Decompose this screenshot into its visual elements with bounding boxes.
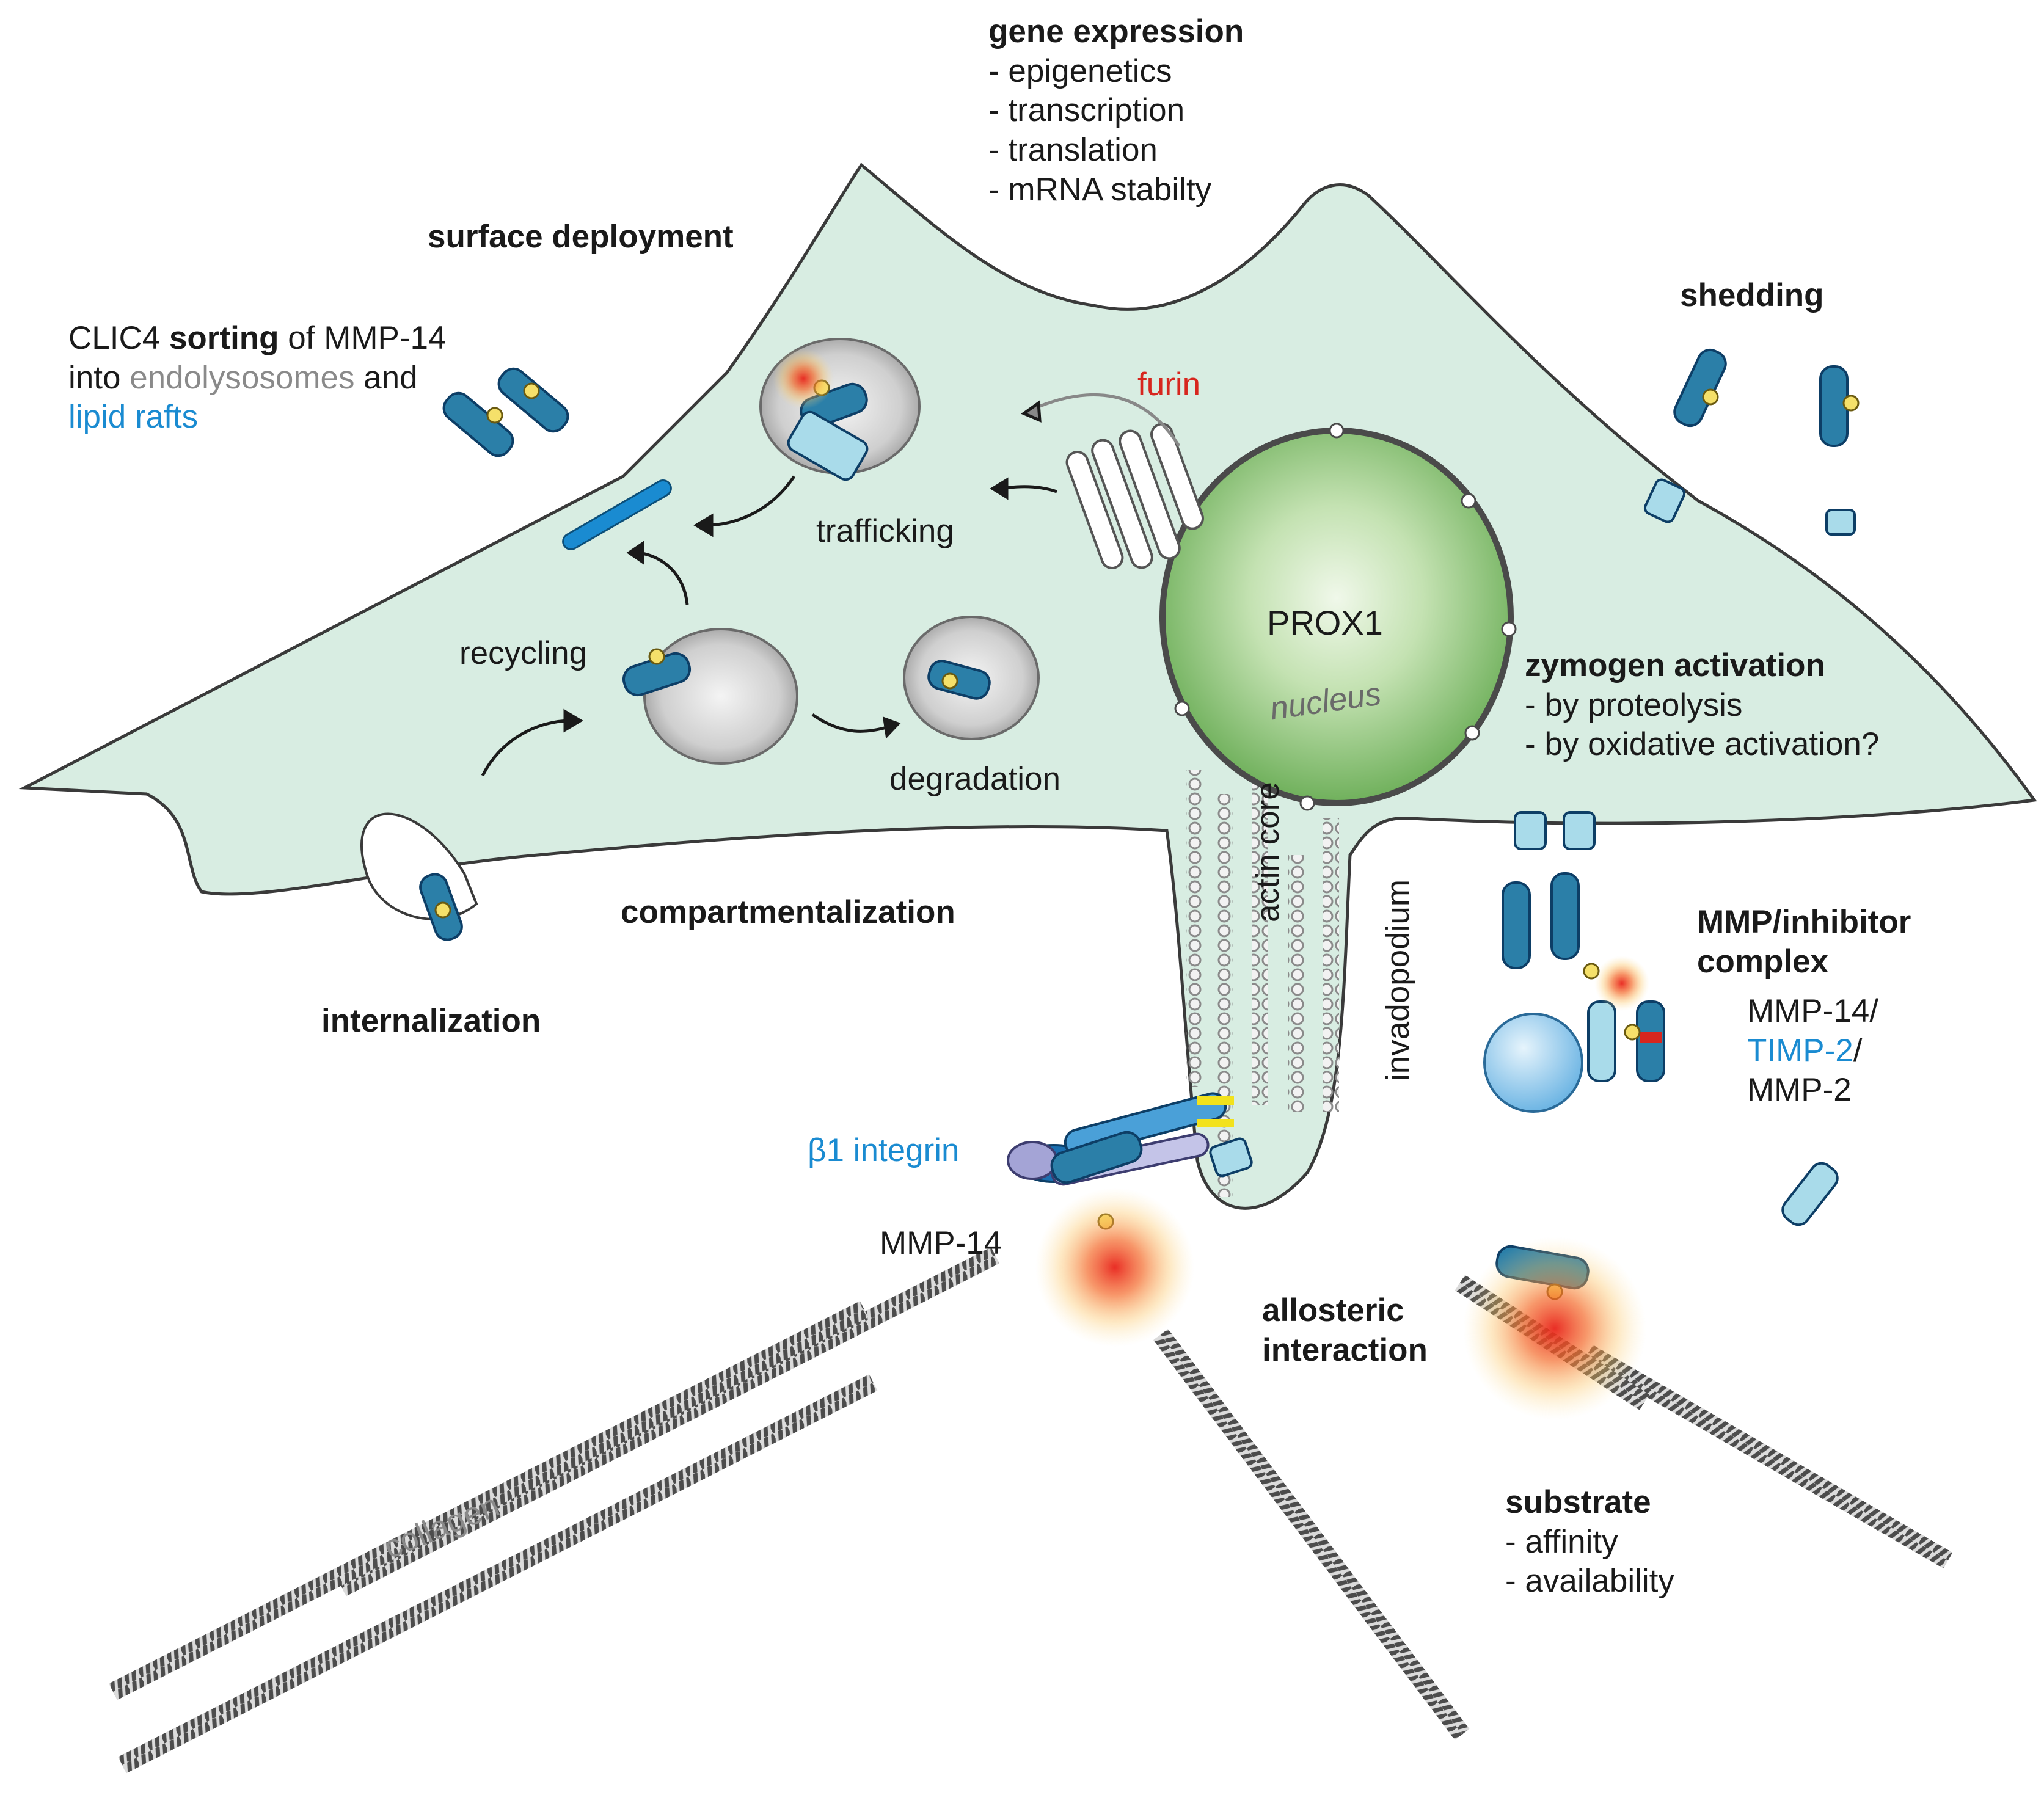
lipid-raft <box>562 479 672 550</box>
mmp-inhibitor-complex-title: MMP/inhibitor complex <box>1697 903 1911 981</box>
beta1-integrin-label: β1 integrin <box>808 1132 960 1168</box>
gene-expression-title: gene expression <box>988 13 1244 49</box>
actin-filament <box>1288 855 1304 1112</box>
sorting-bold: sorting <box>169 320 279 356</box>
substrate-label: substrate - affinity - availability <box>1505 1483 1674 1601</box>
pathway-arrows <box>481 393 1181 777</box>
actin-filament <box>1252 763 1268 1105</box>
internalization-label: internalization <box>321 1003 541 1039</box>
collagen-fiber <box>118 1374 878 1774</box>
actin-filaments <box>1186 763 1339 1197</box>
arrow-recycling-to-degradation <box>811 713 889 733</box>
arrow-trafficking-to-surface <box>705 475 796 527</box>
mmp14-label: MMP-14 <box>880 1225 1002 1261</box>
allosteric-line: allosteric <box>1262 1292 1404 1328</box>
actin-filament <box>1217 794 1233 1197</box>
compartmentalization-label: compartmentalization <box>621 894 955 930</box>
timp2-member: TIMP-2 <box>1747 1032 1853 1069</box>
zymogen-activation-label: zymogen activation - by proteolysis - by… <box>1525 646 1879 765</box>
sorting-text: and <box>354 359 418 396</box>
surface-deployment-label: surface deployment <box>428 219 734 255</box>
mmp-inhibitor-title-line: complex <box>1697 943 1829 980</box>
substrate-item: - affinity <box>1505 1523 1618 1560</box>
zymogen-title: zymogen activation <box>1525 647 1825 683</box>
gene-expression-item: - epigenetics <box>988 53 1172 89</box>
substrate-item: - availability <box>1505 1563 1674 1600</box>
recycling-label: recycling <box>459 635 588 671</box>
sorting-text: of MMP-14 <box>279 320 447 356</box>
collagen-fiber <box>109 1301 869 1700</box>
clic4-sorting-label: CLIC4 sorting of MMP-14 into endolysosom… <box>68 319 446 437</box>
mmp-inhibitor-title-line: MMP/inhibitor <box>1697 904 1911 940</box>
collagen-fibers <box>109 1247 1953 1774</box>
trafficking-label: trafficking <box>816 513 954 549</box>
arrow-internalization-to-recycling <box>481 719 572 777</box>
timp2-protein <box>1483 1013 1583 1113</box>
zymogen-item: - by oxidative activation? <box>1525 726 1880 763</box>
actin-filament <box>1186 770 1202 1087</box>
recycling-vesicle <box>643 628 798 765</box>
collagen-fiber <box>1153 1328 1470 1740</box>
golgi-apparatus <box>1065 423 1204 569</box>
mmp2-member: MMP-2 <box>1747 1072 1852 1109</box>
gene-expression-item: - translation <box>988 131 1158 168</box>
prox1-label: PROX1 <box>1267 603 1383 642</box>
endolysosomes-label: endolysosomes <box>130 359 355 396</box>
sorting-text: into <box>68 359 130 396</box>
lipid-rafts-label: lipid rafts <box>68 399 199 435</box>
gene-expression-item: - mRNA stabilty <box>988 171 1212 208</box>
gene-expression-label: gene expression - epigenetics - transcri… <box>988 12 1244 209</box>
arrow-recycling-to-surface <box>638 551 689 605</box>
mmp14-member: MMP-14/ <box>1747 993 1878 1029</box>
arrow-furin-to-trafficking <box>1032 393 1181 447</box>
allosteric-line: interaction <box>1262 1331 1428 1368</box>
degradation-label: degradation <box>889 761 1060 797</box>
sorting-text: CLIC4 <box>68 320 169 356</box>
substrate-title: substrate <box>1505 1484 1651 1520</box>
invadopodium-label: invadopodium <box>1380 879 1416 1081</box>
collagen-fiber <box>1583 1345 1953 1568</box>
allosteric-interaction-label: allosteric interaction <box>1262 1291 1428 1370</box>
proteolytic-activity-glows <box>773 348 1649 1420</box>
actin-core-label: actin core <box>1250 782 1286 922</box>
actin-filament <box>1323 818 1339 1112</box>
mmp-inhibitor-members: MMP-14/ TIMP-2/ MMP-2 <box>1747 992 1878 1110</box>
gene-expression-item: - transcription <box>988 92 1185 129</box>
slash: / <box>1853 1032 1863 1069</box>
shedding-label: shedding <box>1680 277 1824 313</box>
mmp2-cleavage-band <box>1640 1032 1662 1043</box>
zymogen-item: - by proteolysis <box>1525 686 1743 723</box>
furin-label: furin <box>1137 366 1201 402</box>
nucleus <box>1159 423 1517 811</box>
